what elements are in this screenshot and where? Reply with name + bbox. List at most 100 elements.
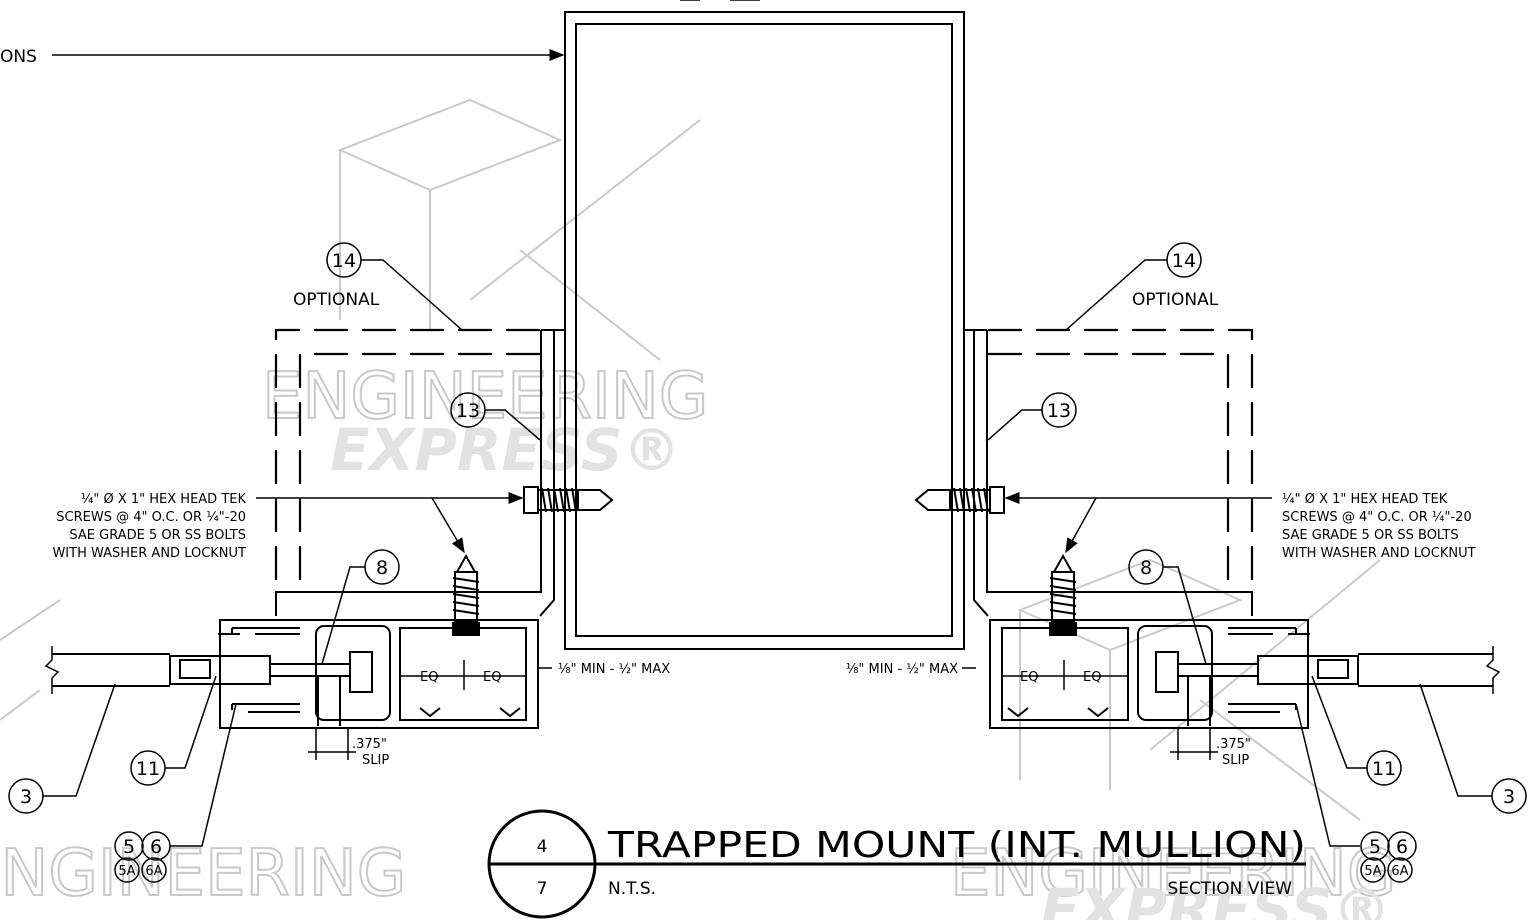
right-sleeve <box>1257 655 1359 685</box>
left-bubble-5 <box>114 831 144 861</box>
right-slip-label: SLIP <box>1222 753 1249 768</box>
left-bubble-14-leader <box>361 259 463 331</box>
right-bubble-3-leader <box>1419 683 1492 797</box>
left-bubble-56-leader <box>170 703 237 847</box>
left-bubble-8-text: 8 <box>376 557 388 579</box>
right-vscrew-tip <box>1053 553 1073 573</box>
left-bubble-6a-text: 6A <box>145 864 162 879</box>
left-screw-tip <box>578 489 614 511</box>
right-frame-pocket <box>1137 625 1213 721</box>
right-screw-note-1: ¼" Ø X 1" HEX HEAD TEK <box>1282 492 1448 507</box>
left-bubble-13-leader <box>485 409 541 441</box>
right-optional-label: OPTIONAL <box>1132 290 1219 310</box>
left-bubble-3-text: 3 <box>20 786 32 808</box>
left-bubble-11-leader <box>165 675 217 769</box>
left-bubble-5a-text: 5A <box>118 864 135 879</box>
detail-scale: N.T.S. <box>608 879 656 899</box>
right-optional-inner <box>988 352 1230 592</box>
left-assembly: EQ EQ ⅛" MIN - ½" MAX .375" SLIP <box>44 328 670 768</box>
left-panel-break <box>44 646 60 694</box>
title-block: 4 7 TRAPPED MOUNT (INT. MULLION) N.T.S. … <box>487 809 1306 919</box>
right-bolt-nut <box>1155 651 1179 693</box>
right-eq-2: EQ <box>1083 670 1101 685</box>
watermark-express-text: EXPRESS® <box>330 416 681 484</box>
right-vscrew-threads <box>1049 577 1077 615</box>
left-bubble-13-text: 13 <box>456 400 480 422</box>
watermark-logo-top <box>337 98 701 361</box>
right-bubble-5-text: 5 <box>1369 836 1381 858</box>
left-screw-note-1: ¼" Ø X 1" HEX HEAD TEK <box>81 492 247 507</box>
right-bubble-8-text: 8 <box>1140 557 1152 579</box>
watermark-engineering-text: ENGINEERING <box>262 360 708 434</box>
right-frame-feet <box>1007 707 1109 718</box>
right-vscrew-leader <box>1065 497 1097 554</box>
left-eq-2: EQ <box>483 670 501 685</box>
right-angle-clip <box>986 330 1253 616</box>
left-gap-dim: ⅛" MIN - ½" MAX <box>558 662 670 677</box>
right-bubble-8-leader <box>1163 566 1207 665</box>
left-note-text: ONS <box>0 47 37 67</box>
right-bubble-6 <box>1387 831 1417 861</box>
right-gap-dim: ⅛" MIN - ½" MAX <box>846 662 958 677</box>
right-sleeve-inner <box>1317 659 1349 679</box>
left-vscrew-tip <box>456 553 476 573</box>
detail-number: 4 <box>537 837 548 857</box>
watermark-logo-left <box>0 599 61 721</box>
left-frame-feet <box>419 707 521 718</box>
left-screw-note-4: WITH WASHER AND LOCKNUT <box>52 546 246 561</box>
right-bubble-13-text: 13 <box>1047 400 1071 422</box>
left-bubble-5-text: 5 <box>123 836 135 858</box>
right-bubble-3-text: 3 <box>1503 786 1515 808</box>
detail-view: SECTION VIEW <box>1168 879 1293 899</box>
sheet-number: 7 <box>537 879 548 899</box>
right-slip-value: .375" <box>1216 737 1251 752</box>
left-bolt-nut <box>349 651 373 693</box>
left-bubble-14-text: 14 <box>332 250 356 272</box>
mullion-inner <box>575 23 953 637</box>
left-slip-label: SLIP <box>362 753 389 768</box>
watermark-express-text-2: EXPRESS® <box>1040 876 1391 920</box>
right-hex-head <box>989 486 1005 514</box>
right-bubble-11-leader <box>1311 675 1367 769</box>
right-bubble-6a-text: 6A <box>1391 864 1408 879</box>
left-screw-note-3: SAE GRADE 5 OR SS BOLTS <box>69 528 246 543</box>
left-vscrew-threads <box>452 577 480 615</box>
right-bubble-6a <box>1387 857 1413 883</box>
watermark-engineering-text-3: ENGINEERING <box>0 837 406 911</box>
left-bubble-11-text: 11 <box>136 758 160 780</box>
right-bubble-14-leader <box>1065 259 1167 331</box>
left-slip-value: .375" <box>352 737 387 752</box>
left-hex-head <box>523 486 539 514</box>
right-screw-tip <box>914 489 950 511</box>
left-screw-note-2: SCREWS @ 4" O.C. OR ¼"-20 <box>56 510 246 525</box>
left-bubble-6-text: 6 <box>150 836 162 858</box>
left-frame-flange-top <box>218 627 300 635</box>
left-bubble-5a <box>114 857 140 883</box>
right-frame-flange-bottom <box>1228 703 1297 713</box>
right-screw-threads <box>953 487 989 513</box>
watermark: ENGINEERING EXPRESS® ENGINEERING EXPRESS… <box>0 98 1397 920</box>
right-assembly: EQ EQ ⅛" MIN - ½" MAX .375" SLIP <box>846 328 1501 768</box>
left-bubble-6a <box>141 857 167 883</box>
left-screw-threads <box>541 487 577 513</box>
right-screw-note-3: SAE GRADE 5 OR SS BOLTS <box>1282 528 1459 543</box>
right-frame-outline <box>989 619 1309 729</box>
right-bubble-6-text: 6 <box>1396 836 1408 858</box>
right-screw-note-4: WITH WASHER AND LOCKNUT <box>1282 546 1476 561</box>
right-eq-1: EQ <box>1020 670 1038 685</box>
right-bubble-11-text: 11 <box>1372 758 1396 780</box>
left-bubble-8-leader <box>321 566 365 665</box>
right-frame-chamber <box>1001 627 1129 721</box>
right-bubble-5a <box>1360 857 1386 883</box>
left-optional-outer <box>274 328 540 592</box>
left-optional-inner <box>298 352 540 592</box>
left-frame-chamber <box>399 627 527 721</box>
right-angle-clip-inner <box>973 330 989 617</box>
right-bubble-13-leader <box>987 409 1042 441</box>
right-optional-outer <box>988 328 1254 592</box>
right-bubble-5a-text: 5A <box>1364 864 1381 879</box>
left-angle-clip <box>275 330 542 616</box>
right-bubble-5 <box>1360 831 1390 861</box>
right-screw-note-2: SCREWS @ 4" O.C. OR ¼"-20 <box>1282 510 1472 525</box>
